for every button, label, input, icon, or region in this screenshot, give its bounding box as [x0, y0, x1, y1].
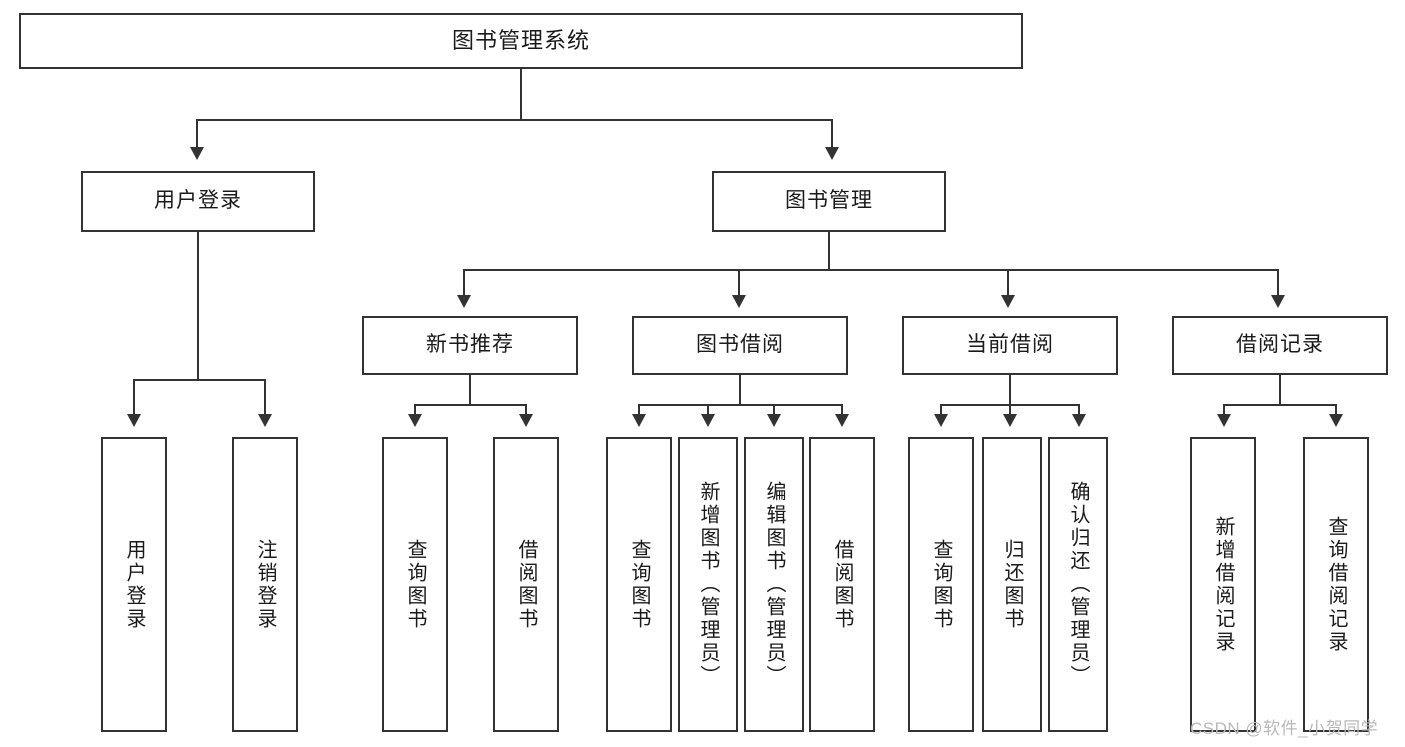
node-borrow-record-label: 借阅记录 [1236, 333, 1324, 357]
node-leaf-confirm-return[interactable]: 确认归还（管理员） [1048, 437, 1108, 732]
arrow-to-new-book-recommend [457, 295, 471, 308]
arrow-to-leaf-query-book-1 [408, 414, 422, 427]
node-leaf-query-book-1[interactable]: 查询图书 [382, 437, 448, 732]
arrow-to-book-manage [825, 147, 839, 160]
connector-book-manage-drop-4 [1277, 269, 1279, 295]
node-leaf-query-book-1-label: 查询图书 [404, 538, 426, 631]
node-book-manage-label: 图书管理 [785, 189, 873, 213]
connector-user-login-bar [133, 379, 266, 381]
connector-new-book-drop-1 [414, 404, 416, 414]
arrow-to-leaf-query-record [1329, 414, 1343, 427]
arrow-to-book-borrow [732, 295, 746, 308]
node-book-manage[interactable]: 图书管理 [712, 171, 946, 232]
connector-root-drop-2 [831, 119, 833, 147]
connector-borrow-record-drop-1 [1223, 404, 1225, 414]
node-leaf-user-login[interactable]: 用户登录 [101, 437, 167, 732]
connector-root-bar [196, 119, 833, 121]
node-new-book-recommend-label: 新书推荐 [426, 333, 514, 357]
node-new-book-recommend[interactable]: 新书推荐 [362, 316, 578, 375]
connector-current-borrow-drop-2 [1009, 404, 1011, 414]
arrow-to-leaf-user-logout [258, 414, 272, 427]
connector-book-borrow-drop-1 [638, 404, 640, 414]
connector-book-borrow-drop-3 [773, 404, 775, 414]
node-leaf-borrow-book-1-label: 借阅图书 [515, 538, 537, 631]
node-leaf-user-logout-label: 注销登录 [254, 538, 276, 631]
node-leaf-add-book[interactable]: 新增图书（管理员） [678, 437, 738, 732]
node-current-borrow[interactable]: 当前借阅 [902, 316, 1118, 375]
connector-user-login-drop-2 [264, 379, 266, 414]
arrow-to-leaf-borrow-book-1 [519, 414, 533, 427]
connector-current-borrow-stem [1009, 375, 1011, 405]
connector-new-book-stem [469, 375, 471, 405]
arrow-to-leaf-add-book [701, 414, 715, 427]
node-leaf-query-book-2[interactable]: 查询图书 [606, 437, 672, 732]
connector-book-manage-bar [463, 269, 1279, 271]
connector-root-stem [520, 69, 522, 120]
node-leaf-query-book-3-label: 查询图书 [930, 538, 952, 631]
node-leaf-edit-book[interactable]: 编辑图书（管理员） [744, 437, 804, 732]
arrow-to-leaf-edit-book [767, 414, 781, 427]
connector-root-drop-1 [196, 119, 198, 147]
node-book-borrow[interactable]: 图书借阅 [632, 316, 848, 375]
connector-current-borrow-drop-1 [940, 404, 942, 414]
connector-user-login-stem [197, 232, 199, 380]
connector-borrow-record-bar [1223, 404, 1337, 406]
node-leaf-borrow-book-1[interactable]: 借阅图书 [493, 437, 559, 732]
connector-user-login-drop-1 [133, 379, 135, 414]
node-leaf-return-book-label: 归还图书 [1001, 538, 1023, 631]
node-leaf-user-logout[interactable]: 注销登录 [232, 437, 298, 732]
node-leaf-borrow-book-2[interactable]: 借阅图书 [809, 437, 875, 732]
node-leaf-confirm-return-label: 确认归还（管理员） [1067, 481, 1089, 688]
arrow-to-leaf-return-book [1003, 414, 1017, 427]
connector-borrow-record-stem [1279, 375, 1281, 405]
arrow-to-leaf-add-record [1217, 414, 1231, 427]
connector-book-manage-stem [828, 232, 830, 270]
connector-book-manage-drop-2 [738, 269, 740, 295]
node-leaf-edit-book-label: 编辑图书（管理员） [763, 481, 785, 688]
node-user-login-label: 用户登录 [154, 189, 242, 213]
node-leaf-return-book[interactable]: 归还图书 [982, 437, 1042, 732]
connector-new-book-bar [414, 404, 527, 406]
arrow-to-user-login [190, 147, 204, 160]
connector-book-manage-drop-1 [463, 269, 465, 295]
arrow-to-leaf-borrow-book-2 [835, 414, 849, 427]
node-leaf-user-login-label: 用户登录 [123, 538, 145, 631]
connector-book-manage-drop-3 [1007, 269, 1009, 295]
connector-book-borrow-bar [638, 404, 843, 406]
node-borrow-record[interactable]: 借阅记录 [1172, 316, 1388, 375]
arrow-to-leaf-query-book-2 [632, 414, 646, 427]
connector-current-borrow-drop-3 [1078, 404, 1080, 414]
node-leaf-add-book-label: 新增图书（管理员） [697, 481, 719, 688]
node-current-borrow-label: 当前借阅 [966, 333, 1054, 357]
node-leaf-query-record-label: 查询借阅记录 [1325, 515, 1347, 654]
connector-book-borrow-drop-4 [841, 404, 843, 414]
node-leaf-query-book-2-label: 查询图书 [628, 538, 650, 631]
arrow-to-leaf-confirm-return [1072, 414, 1086, 427]
arrow-to-leaf-query-book-3 [934, 414, 948, 427]
node-leaf-query-record[interactable]: 查询借阅记录 [1303, 437, 1369, 732]
connector-book-borrow-drop-2 [707, 404, 709, 414]
connector-new-book-drop-2 [525, 404, 527, 414]
node-leaf-borrow-book-2-label: 借阅图书 [831, 538, 853, 631]
node-user-login[interactable]: 用户登录 [81, 171, 315, 232]
node-root-label: 图书管理系统 [451, 28, 590, 54]
node-book-borrow-label: 图书借阅 [696, 333, 784, 357]
arrow-to-current-borrow [1001, 295, 1015, 308]
node-leaf-query-book-3[interactable]: 查询图书 [908, 437, 974, 732]
node-root[interactable]: 图书管理系统 [19, 13, 1023, 69]
node-leaf-add-record-label: 新增借阅记录 [1212, 515, 1234, 654]
connector-borrow-record-drop-2 [1335, 404, 1337, 414]
node-leaf-add-record[interactable]: 新增借阅记录 [1190, 437, 1256, 732]
connector-book-borrow-stem [739, 375, 741, 405]
arrow-to-leaf-user-login [127, 414, 141, 427]
arrow-to-borrow-record [1271, 295, 1285, 308]
